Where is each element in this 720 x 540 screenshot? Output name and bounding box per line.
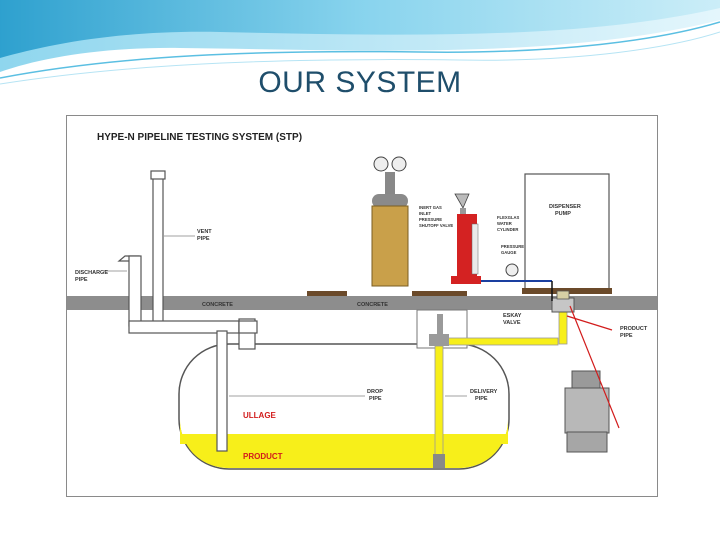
label-inert-gas-line4: SHUTOFF VALVE <box>419 223 453 228</box>
label-concrete-mid: CONCRETE <box>357 302 388 308</box>
vent-pipe <box>150 170 166 327</box>
label-inert-gas-line3: PRESSURE <box>419 217 442 222</box>
diagram-svg: HYPE-N PIPELINE TESTING SYSTEM (STP) <box>67 132 657 470</box>
header-wave-line <box>0 21 720 79</box>
label-discharge-pipe-line2: PIPE <box>75 277 88 283</box>
label-drop-pipe-line1: DROP <box>367 389 383 395</box>
manhole-cover-right <box>412 291 467 296</box>
label-flexglas-line2: WATER <box>497 221 512 226</box>
discharge-pipe <box>117 255 258 350</box>
label-delivery-pipe-line1: DELIVERY <box>470 389 498 395</box>
eskay-valve <box>551 297 575 313</box>
drop-pipe <box>216 330 228 452</box>
label-vent-pipe-line2: PIPE <box>197 236 210 242</box>
valve-illustration <box>564 305 620 453</box>
manhole-cover-left <box>307 291 347 296</box>
inert-gas-cylinder <box>371 156 409 287</box>
slide-title: OUR SYSTEM <box>258 66 462 99</box>
label-dispenser-pump-line1: DISPENSER <box>549 204 581 210</box>
label-inert-gas-line2: INLET <box>419 211 432 216</box>
label-flexglas-line3: CYLINDER <box>497 227 518 232</box>
label-pressure-gauge-line2: GAUGE <box>501 250 517 255</box>
label-concrete-left: CONCRETE <box>202 302 233 308</box>
concrete-slab <box>67 296 657 310</box>
header-wave-dark <box>0 0 720 58</box>
label-drop-pipe-line2: PIPE <box>369 396 382 402</box>
dispenser-pump <box>524 173 610 293</box>
label-product-pipe-line1: PRODUCT <box>620 326 648 332</box>
label-product: PRODUCT <box>243 452 283 461</box>
label-ullage: ULLAGE <box>243 411 277 420</box>
label-eskay-valve-line2: VALVE <box>503 320 521 326</box>
pipeline-diagram: HYPE-N PIPELINE TESTING SYSTEM (STP) <box>66 115 658 497</box>
label-pressure-gauge-line1: PRESSURE <box>501 244 524 249</box>
label-discharge-pipe-line1: DISCHARGE <box>75 270 108 276</box>
label-delivery-pipe-line2: PIPE <box>475 396 488 402</box>
diagram-title: HYPE-N PIPELINE TESTING SYSTEM (STP) <box>97 132 302 143</box>
label-product-pipe-line2: PIPE <box>620 333 633 339</box>
label-dispenser-pump-line2: PUMP <box>555 211 571 217</box>
storage-tank <box>178 343 510 470</box>
label-inert-gas-line1: INERT GAS <box>419 205 442 210</box>
label-eskay-valve-line1: ESKAY <box>503 313 522 319</box>
water-tester <box>451 193 553 301</box>
delivery-pipe <box>429 305 568 468</box>
label-flexglas-line1: FLEXGLAS <box>497 215 520 220</box>
label-vent-pipe-line1: VENT <box>197 229 212 235</box>
